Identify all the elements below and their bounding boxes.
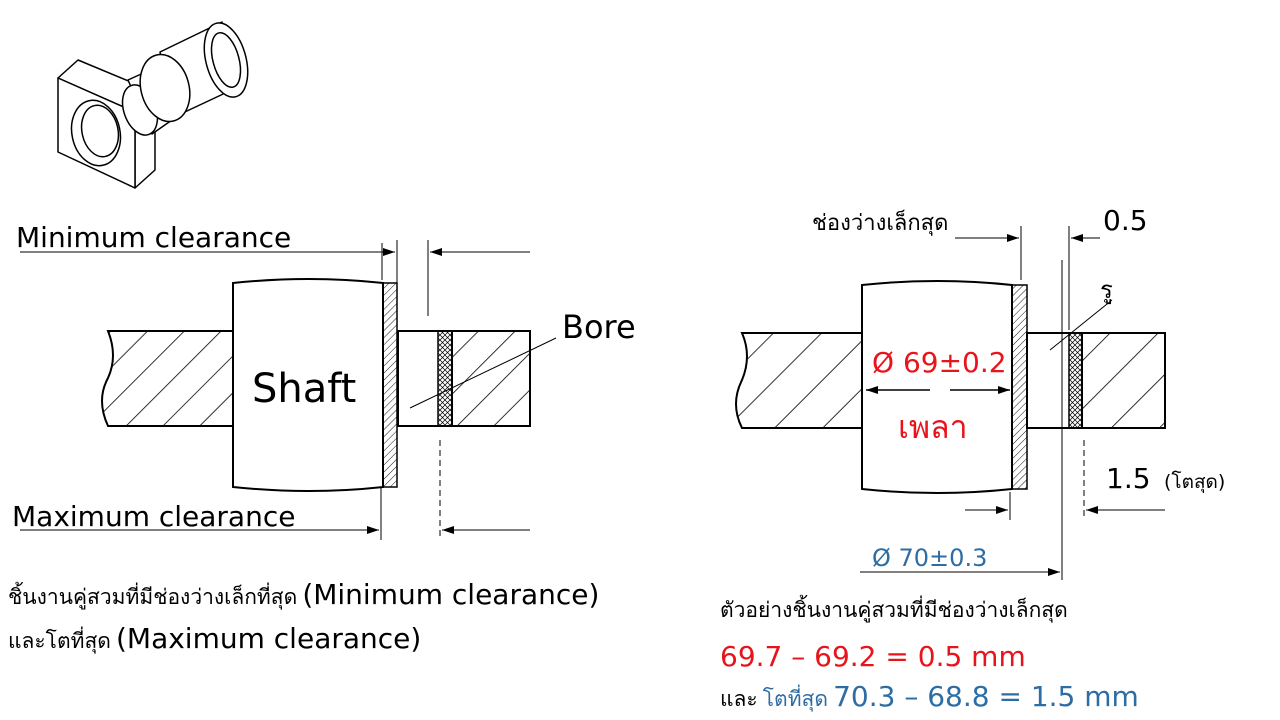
right-plate-left <box>735 332 863 429</box>
bore-tolerance-zone <box>437 330 453 427</box>
shaft-diameter-label: Ø 69±0.2 <box>872 346 1007 379</box>
shaft-tolerance-zone <box>382 282 398 488</box>
max-gap-note: (โตสุด) <box>1164 470 1225 494</box>
left-caption-line2: และโตที่สุด (Maximum clearance) <box>8 622 421 658</box>
iso-sketch-icon <box>57 21 249 189</box>
right-fit-drawing <box>735 226 1166 580</box>
left-caption-line1-en: (Minimum clearance) <box>302 578 600 611</box>
min-clearance-label: Minimum clearance <box>16 221 291 254</box>
shaft-label-th: เพลา <box>898 408 968 446</box>
shaft-label: Shaft <box>252 366 356 412</box>
left-caption-line1-th: ชิ้นงานคู่สวมที่มีช่องว่างเล็กที่สุด <box>8 585 298 609</box>
max-gap-value: 1.5 <box>1106 462 1151 495</box>
left-caption-line2-th: และโตที่สุด <box>8 629 111 653</box>
left-caption-line2-en: (Maximum clearance) <box>116 622 422 655</box>
min-gap-label: ช่องว่างเล็กสุด <box>812 208 948 236</box>
bore-label: Bore <box>562 308 636 346</box>
hole-tolerance-zone <box>1068 332 1083 429</box>
example-line2: และ โตที่สุด 70.3 – 68.8 = 1.5 mm <box>720 680 1139 716</box>
left-plate-left <box>101 330 234 427</box>
shaft-tolerance-zone-right <box>1011 284 1028 490</box>
example-line2-mid: โตที่สุด <box>762 687 828 711</box>
example-line2-calc: 70.3 – 68.8 = 1.5 mm <box>833 680 1139 713</box>
hole-diameter-label: Ø 70±0.3 <box>872 544 987 572</box>
example-line1: 69.7 – 69.2 = 0.5 mm <box>720 640 1026 673</box>
left-fit-drawing <box>20 240 557 540</box>
min-gap-value: 0.5 <box>1103 204 1148 237</box>
hole-label: รู <box>1100 276 1113 305</box>
shaft-body-right <box>861 280 1013 494</box>
left-caption-line1: ชิ้นงานคู่สวมที่มีช่องว่างเล็กที่สุด (Mi… <box>8 578 599 614</box>
max-clearance-label: Maximum clearance <box>12 500 295 533</box>
example-title: ตัวอย่างชิ้นงานคู่สวมที่มีช่องว่างเล็กสุ… <box>720 598 1068 622</box>
example-line2-prefix: และ <box>720 687 758 711</box>
